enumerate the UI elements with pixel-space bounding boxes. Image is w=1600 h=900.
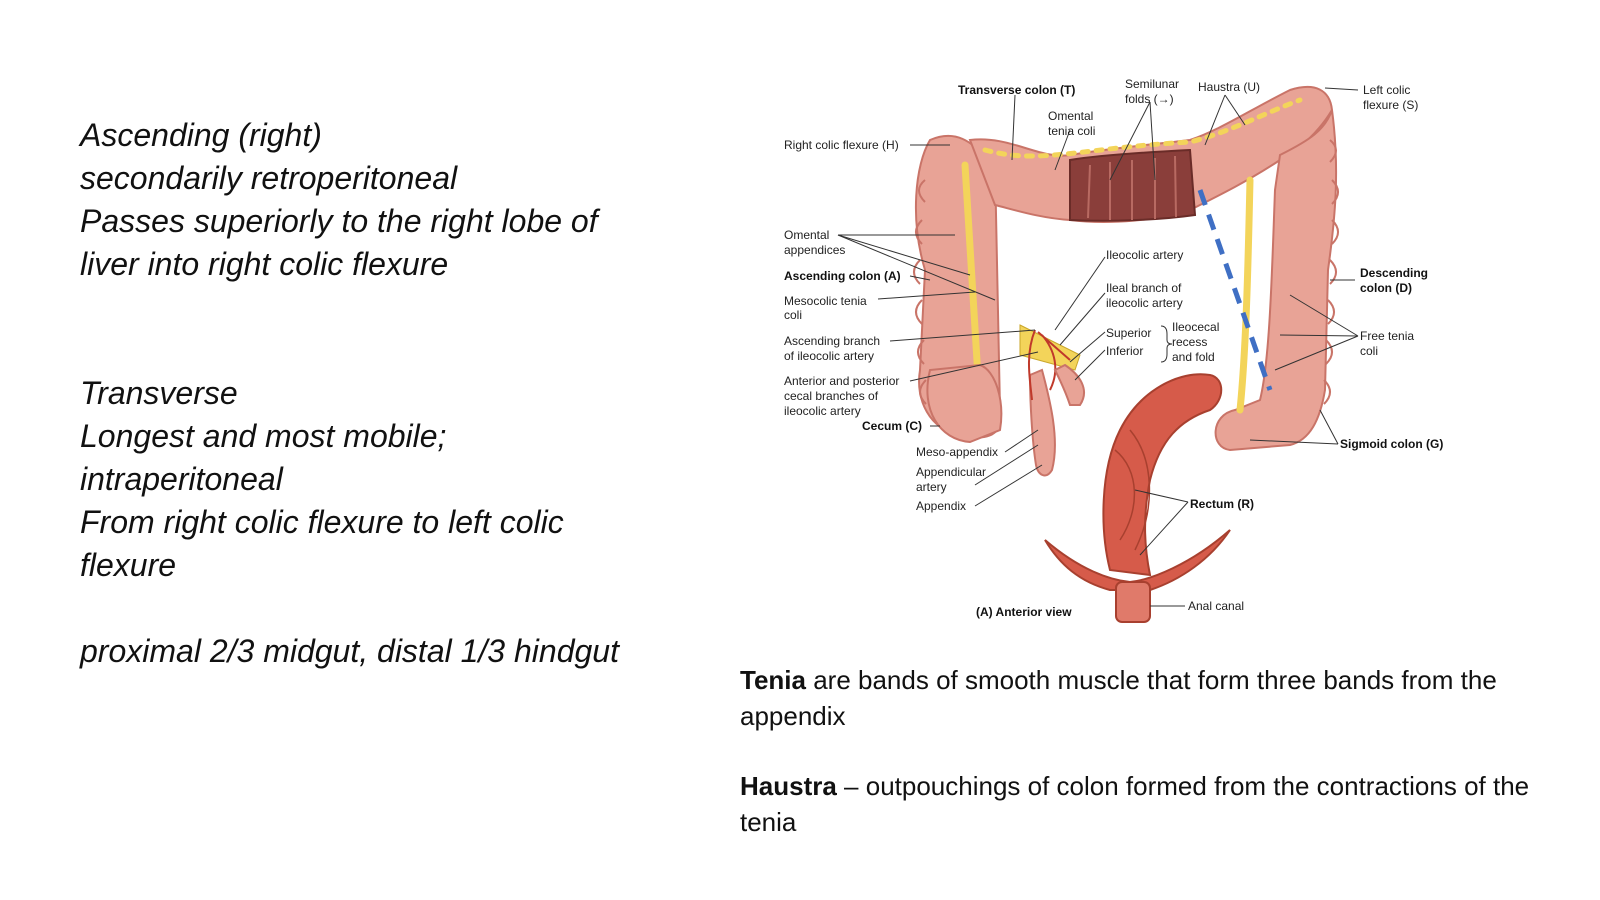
appendix-shape [1028,368,1056,477]
diagram-caption: (A) Anterior view [976,605,1072,619]
label-cecum: Cecum (C) [862,419,922,433]
dashed-annotation-line [1197,189,1273,391]
transverse-line-3: intraperitoneal [80,461,283,497]
label-right-colic-flexure: Right colic flexure (H) [784,138,899,152]
origin-line: proximal 2/3 midgut, distal 1/3 hindgut [80,633,619,669]
label-appendicular-artery-2: artery [916,480,947,494]
diagram-labels: Transverse colon (T) Semilunar folds (→)… [784,77,1443,619]
origin-section: proximal 2/3 midgut, distal 1/3 hindgut [80,630,680,673]
label-transverse-colon: Transverse colon (T) [958,83,1075,97]
tenia-text-1: are bands of smooth muscle that form thr… [805,665,1497,695]
label-mesocolic-tenia-1: Mesocolic tenia [784,294,867,308]
label-ileocecal-2: recess [1172,335,1207,349]
label-ileocecal-3: and fold [1172,350,1215,364]
label-ileocecal-1: Ileocecal [1172,320,1219,334]
ascending-line-3: Passes superiorly to the right lobe of [80,203,598,239]
label-cecal-branches-3: ileocolic artery [784,404,861,418]
colon-body [913,85,1339,452]
label-cecal-branches-1: Anterior and posterior [784,374,899,388]
left-text-column: Ascending (right) secondarily retroperit… [80,114,680,673]
tenia-term: Tenia [740,665,806,695]
transverse-line-5: flexure [80,547,177,583]
colon-illustration: Transverse colon (T) Semilunar folds (→)… [784,77,1443,623]
label-anal-canal: Anal canal [1188,599,1244,613]
transverse-heading: Transverse [80,375,238,411]
transverse-section: Transverse Longest and most mobile; intr… [80,372,680,587]
label-omental-tenia-2: tenia coli [1048,124,1095,138]
label-appendicular-artery-1: Appendicular [916,465,986,479]
haustra-definition: Haustra – outpouchings of colon formed f… [740,768,1580,840]
label-descending-colon-2: colon (D) [1360,281,1412,295]
label-ileocolic-artery: Ileocolic artery [1106,248,1183,262]
large-intestine-diagram: Transverse colon (T) Semilunar folds (→)… [780,70,1470,640]
leader-lines [837,87,1359,607]
ascending-section: Ascending (right) secondarily retroperit… [80,114,680,286]
rectum-shape [1102,373,1223,577]
label-sigmoid-colon: Sigmoid colon (G) [1340,437,1443,451]
label-superior: Superior [1106,326,1151,340]
ascending-line-4: liver into right colic flexure [80,246,449,282]
descending-colon-shape [1214,109,1338,452]
label-ileal-branch-1: Ileal branch of [1106,281,1182,295]
label-semilunar-folds-2: folds (→) [1125,92,1174,106]
label-omental-tenia-1: Omental [1048,109,1093,123]
tenia-text-2: appendix [740,701,846,731]
label-cecal-branches-2: cecal branches of [784,389,879,403]
label-haustra: Haustra (U) [1198,80,1260,94]
label-free-tenia-2: coli [1360,344,1378,358]
haustra-text-2: tenia [740,807,797,837]
label-inferior: Inferior [1106,344,1143,358]
ileocolic-arteries [1027,329,1071,401]
label-descending-colon-1: Descending [1360,266,1428,280]
label-omental-appendices-1: Omental [784,228,829,242]
label-left-colic-flexure-2: flexure (S) [1363,98,1418,112]
tenia-definition: Tenia are bands of smooth muscle that fo… [740,662,1580,734]
label-left-colic-flexure-1: Left colic [1363,83,1410,97]
label-ileal-branch-2: ileocolic artery [1106,296,1183,310]
label-omental-appendices-2: appendices [784,243,845,257]
label-appendix: Appendix [916,499,966,513]
levator-ani-shape [1044,529,1231,591]
label-semilunar-folds-1: Semilunar [1125,77,1179,91]
haustra-term: Haustra [740,771,837,801]
anal-canal-shape [1115,581,1151,623]
label-ascending-branch-2: of ileocolic artery [784,349,874,363]
transverse-line-2: Longest and most mobile; [80,418,447,454]
label-ascending-branch-1: Ascending branch [784,334,880,348]
definitions-block: Tenia are bands of smooth muscle that fo… [740,662,1580,840]
label-meso-appendix: Meso-appendix [916,445,998,459]
cecum-region [926,324,1085,477]
label-mesocolic-tenia-2: coli [784,308,802,322]
rectum-region [1044,373,1231,623]
haustra-text-1: – outpouchings of colon formed from the … [836,771,1530,801]
ascending-line-2: secondarily retroperitoneal [80,160,458,196]
label-free-tenia-1: Free tenia [1360,329,1414,343]
transverse-line-4: From right colic flexure to left colic [80,504,564,540]
ascending-heading: Ascending (right) [80,117,322,153]
label-rectum: Rectum (R) [1190,497,1254,511]
label-ascending-colon: Ascending colon (A) [784,269,901,283]
ileocecal-brace [1160,325,1173,363]
